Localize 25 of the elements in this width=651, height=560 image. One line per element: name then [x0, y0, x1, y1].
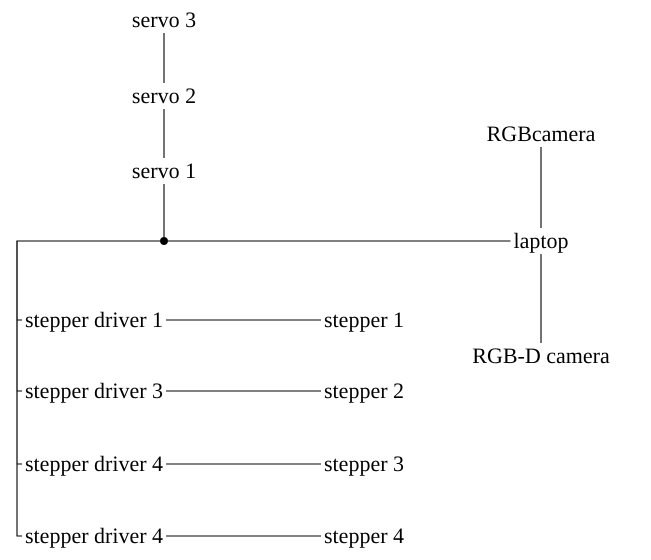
node-label: servo 3 — [128, 7, 200, 33]
connector-line — [166, 319, 321, 321]
node-label: servo 2 — [128, 83, 200, 109]
node-label: stepper 1 — [321, 307, 408, 333]
node-label: RGB-D camera — [469, 343, 613, 369]
connector-line — [540, 147, 542, 228]
connector-line — [163, 33, 165, 83]
node-label: stepper 3 — [321, 451, 408, 477]
node-label: stepper 2 — [321, 378, 408, 404]
connector-line — [168, 240, 510, 242]
connector-line — [166, 390, 321, 392]
connector-line — [163, 184, 165, 237]
node-label: stepper driver 1 — [22, 307, 166, 333]
junction-dot — [160, 237, 168, 245]
connector-line — [166, 463, 321, 465]
node-label: stepper 4 — [321, 523, 408, 549]
connector-line — [540, 254, 542, 343]
node-label: stepper driver 4 — [22, 451, 166, 477]
node-label: stepper driver 4 — [22, 523, 166, 549]
connector-line — [163, 109, 165, 158]
node-label: laptop — [510, 228, 572, 254]
node-label: RGBcamera — [484, 121, 598, 147]
node-label: servo 1 — [128, 158, 200, 184]
node-label: stepper driver 3 — [22, 378, 166, 404]
connector-line — [166, 535, 321, 537]
